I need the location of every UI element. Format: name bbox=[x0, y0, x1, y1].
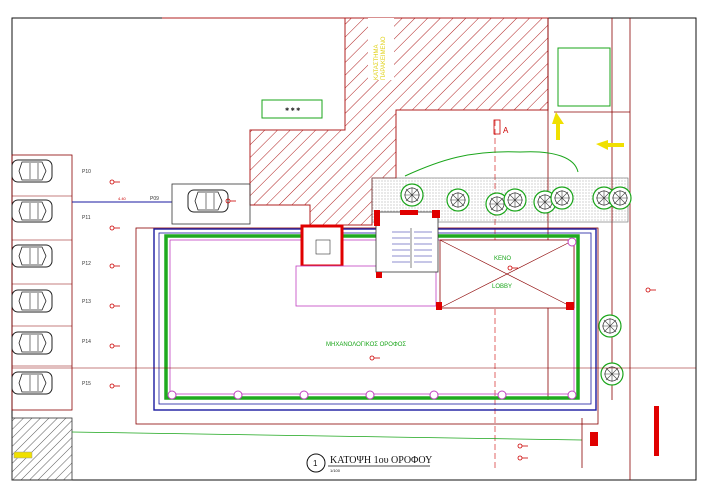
parking-label: P11 bbox=[82, 215, 91, 221]
yellow-marker bbox=[13, 451, 33, 459]
lobby-label: LOBBY bbox=[492, 284, 512, 290]
column-marker-icon bbox=[517, 443, 529, 449]
title-scale: 1/100 bbox=[330, 468, 341, 473]
column-marker-icon bbox=[109, 383, 121, 389]
parking-bay bbox=[11, 154, 73, 411]
stair-icon bbox=[392, 228, 432, 268]
building-outline-blue bbox=[153, 228, 597, 411]
column-marker-icon bbox=[109, 225, 121, 231]
stair-core bbox=[375, 211, 439, 273]
car-icon bbox=[11, 244, 53, 268]
title-number-circle bbox=[306, 453, 326, 473]
adjacent-building-label-box bbox=[368, 18, 394, 80]
tree-icon bbox=[446, 188, 470, 212]
tree-icon bbox=[600, 362, 624, 386]
car-icon bbox=[11, 199, 53, 223]
column-marker-icon bbox=[109, 303, 121, 309]
title-text: ΚΑΤΟΨΗ 1ου ΟΡΟΦΟΥ bbox=[330, 455, 432, 466]
car-icon bbox=[187, 189, 229, 213]
column-icon bbox=[429, 390, 439, 400]
void-label: ΚΕΝΟ bbox=[494, 256, 511, 262]
column-icon bbox=[567, 237, 577, 247]
title-number: 1 bbox=[313, 459, 318, 468]
column-marker-icon bbox=[645, 287, 657, 293]
parking-label: P13 bbox=[82, 299, 91, 305]
tree-icon bbox=[608, 186, 632, 210]
planter-top bbox=[261, 99, 323, 119]
building-outline-blue-inner bbox=[158, 232, 592, 405]
arrow-icon bbox=[596, 140, 624, 150]
column-icon bbox=[167, 390, 177, 400]
tree-icon bbox=[400, 183, 424, 207]
core-door bbox=[315, 239, 331, 255]
column-icon bbox=[567, 390, 577, 400]
car-icon bbox=[11, 331, 53, 355]
column-marker-icon bbox=[109, 263, 121, 269]
floor-label: ΜΗΧΑΝΟΛΟΓΙΚΟΣ ΟΡΟΦΟΣ bbox=[326, 342, 406, 348]
parking-label: P12 bbox=[82, 261, 91, 267]
dim-text: 4.40 bbox=[118, 196, 127, 201]
parking-label: P14 bbox=[82, 339, 91, 345]
title-block: 1 ΚΑΤΟΨΗ 1ου ΟΡΟΦΟΥ 1/100 bbox=[306, 453, 432, 473]
core-room bbox=[300, 224, 344, 268]
column-icon bbox=[497, 390, 507, 400]
column-marker-icon bbox=[109, 179, 121, 185]
adjacent-building-label: ΚΑΤΑΣΤΗΜΑΠΑΡΑΚΕΙΜΕΝΟ bbox=[374, 36, 387, 80]
car-icon bbox=[11, 289, 53, 313]
hatched-block bbox=[11, 417, 73, 481]
tree-icon bbox=[503, 188, 527, 212]
parking-label: P10 bbox=[82, 169, 91, 175]
planter-right bbox=[557, 47, 611, 107]
core-cover bbox=[295, 265, 437, 307]
column-icon bbox=[233, 390, 243, 400]
tree-icon bbox=[550, 186, 574, 210]
column-icon bbox=[299, 390, 309, 400]
parking-extra-label: P09 bbox=[150, 196, 159, 202]
section-mark: A bbox=[503, 126, 509, 135]
building-outline-outer bbox=[135, 227, 599, 425]
parking-label: P15 bbox=[82, 381, 91, 387]
column-marker-icon bbox=[517, 455, 529, 461]
arrow-icon bbox=[552, 112, 564, 140]
car-icon bbox=[11, 371, 53, 395]
planter-symbols: ✱ ✱ ✱ bbox=[285, 107, 300, 113]
car-icon bbox=[11, 159, 53, 183]
column-icon bbox=[365, 390, 375, 400]
column-marker-icon bbox=[369, 355, 381, 361]
red-bar bbox=[654, 406, 659, 456]
column-marker-icon bbox=[109, 343, 121, 349]
tree-icon bbox=[598, 314, 622, 338]
